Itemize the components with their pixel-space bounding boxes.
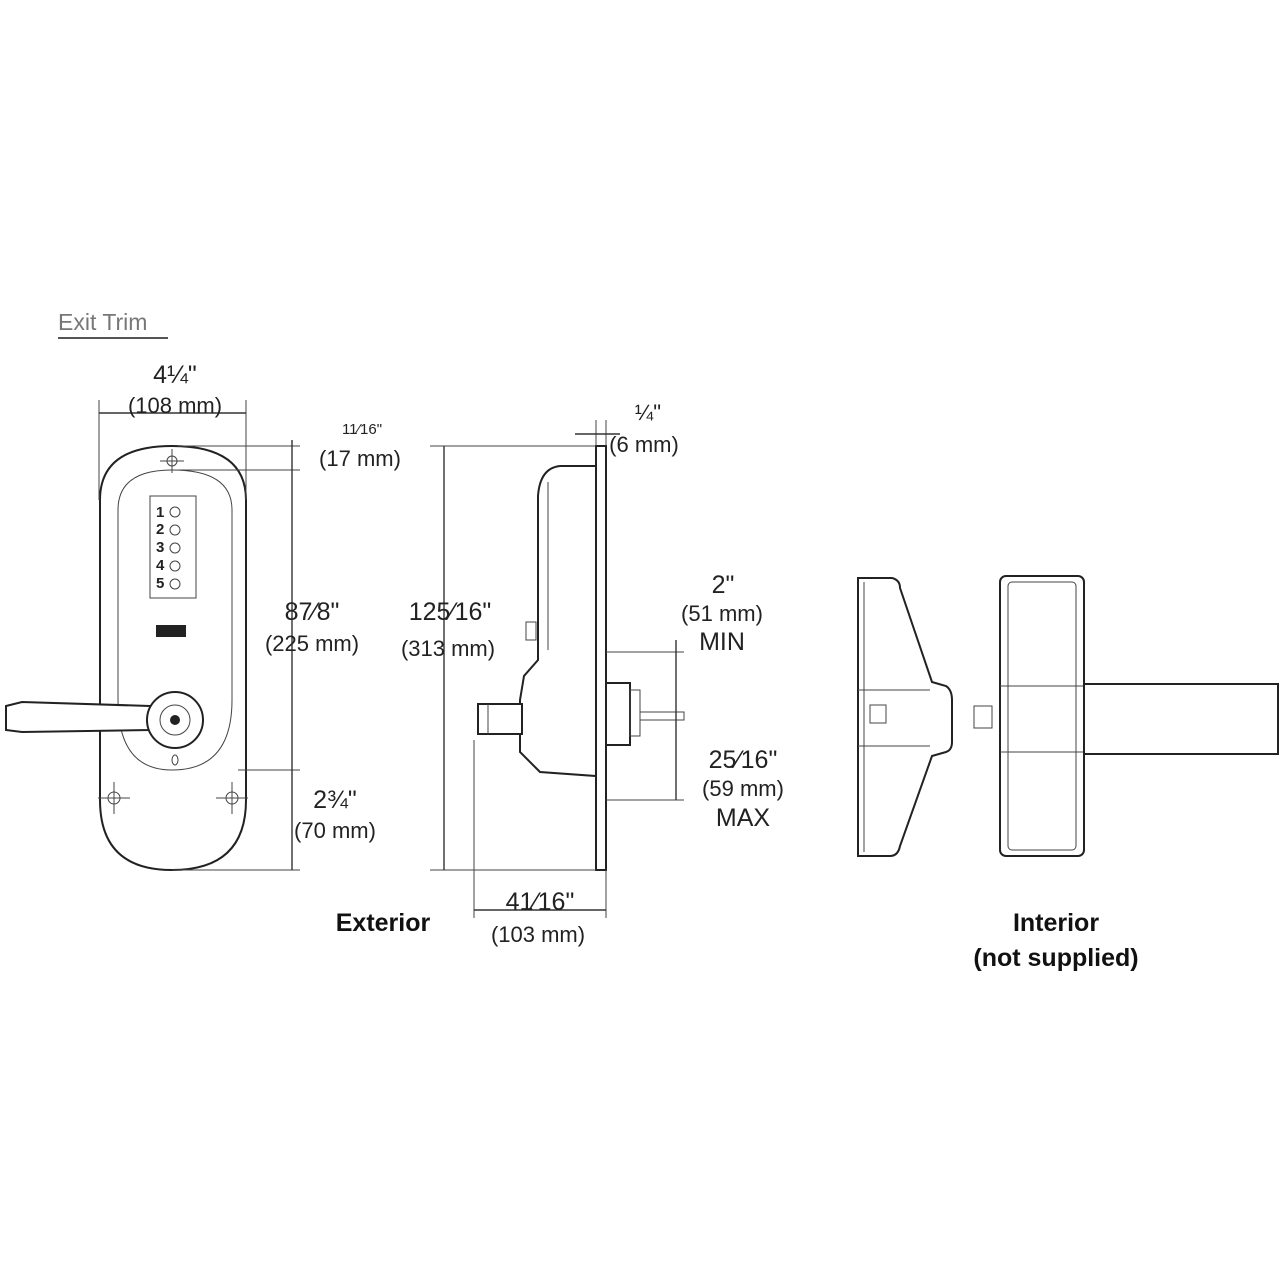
keypad-button <box>169 578 181 590</box>
side-view: 125⁄16" (313 mm) ¼" (6 mm) 2" (51 mm) MI… <box>401 400 784 947</box>
width-mm: (108 mm) <box>128 393 222 418</box>
exterior-label: Exterior <box>336 909 431 937</box>
hole-spacing-mm: (225 mm) <box>265 631 359 656</box>
exit-device-inner <box>1007 581 1077 851</box>
door-max-inch: 25⁄16" <box>709 746 778 774</box>
keypad-button <box>169 560 181 572</box>
keypad-window <box>149 495 197 599</box>
keypad-button <box>169 506 181 518</box>
interior-label: Interior <box>1013 909 1099 937</box>
plate-thickness-mm: (6 mm) <box>609 432 679 457</box>
interior-views: Interior (not supplied) <box>857 575 1279 972</box>
projection-inch: 41⁄16" <box>506 888 575 916</box>
escutcheon-inner <box>117 469 233 771</box>
device-slot <box>973 705 993 729</box>
front-view: 1 2 3 4 5 <box>5 361 431 937</box>
keyway-icon <box>170 715 180 725</box>
door-min-note: MIN <box>699 628 745 656</box>
tailpiece <box>639 711 685 721</box>
key-cylinder <box>159 704 191 736</box>
push-bar <box>1083 683 1279 755</box>
keypad-number: 4 <box>156 557 165 574</box>
door-max-note: MAX <box>716 804 771 832</box>
chassis-ring <box>629 689 641 737</box>
top-offset-inch: 11⁄16" <box>342 421 382 438</box>
diagram-title: Exit Trim <box>58 309 147 335</box>
lock-housing-side <box>519 465 597 778</box>
height-mm: (313 mm) <box>401 636 495 661</box>
projection-mm: (103 mm) <box>491 922 585 947</box>
interior-note: (not supplied) <box>973 944 1138 972</box>
door-max-mm: (59 mm) <box>702 776 784 801</box>
device-slot <box>869 704 887 724</box>
clear-button-side <box>525 621 537 641</box>
keypad-button <box>169 524 181 536</box>
mounting-screws <box>98 449 248 814</box>
bottom-offset-mm: (70 mm) <box>294 818 376 843</box>
hole-spacing-inch: 87⁄8" <box>285 598 340 626</box>
keypad-number: 2 <box>156 521 164 538</box>
chassis <box>605 682 631 746</box>
keypad-buttons: 1 2 3 4 5 <box>156 504 181 592</box>
plate-thickness-inch: ¼" <box>635 400 661 425</box>
exit-device-side <box>857 577 953 857</box>
clear-button <box>156 625 186 637</box>
keypad-number: 1 <box>156 504 164 521</box>
escutcheon-plate <box>99 444 247 872</box>
door-min-inch: 2" <box>712 571 735 599</box>
height-inch: 125⁄16" <box>409 598 492 626</box>
lever-stub <box>477 703 523 735</box>
bottom-offset-inch: 2¾" <box>313 786 357 814</box>
mounting-plate <box>595 445 607 871</box>
width-inch: 4¼" <box>153 361 197 389</box>
exit-device-front <box>999 575 1085 857</box>
small-screw <box>171 754 179 766</box>
door-min-mm: (51 mm) <box>681 601 763 626</box>
keypad-number: 3 <box>156 539 164 556</box>
keypad-button <box>169 542 181 554</box>
keypad-number: 5 <box>156 575 164 592</box>
lever-handle <box>5 700 159 734</box>
top-offset-mm: (17 mm) <box>319 446 401 471</box>
